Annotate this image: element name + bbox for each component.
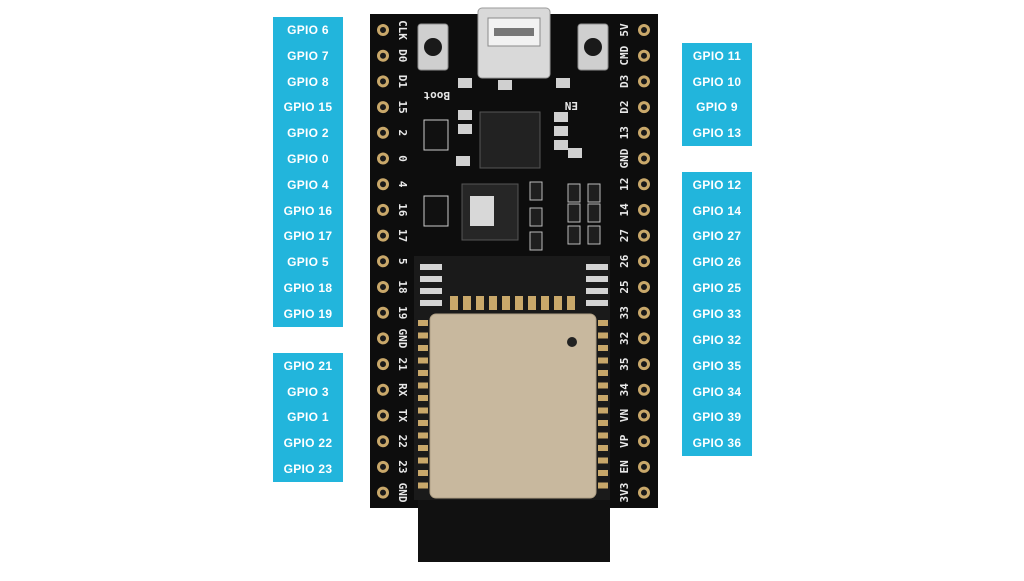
left-silk-label: TX: [396, 409, 409, 423]
right-silk-label: VP: [618, 434, 631, 448]
left-silk-label: 21: [396, 357, 409, 371]
right-gpio-label: GPIO 33: [682, 301, 752, 327]
right-silk-label: 32: [618, 332, 631, 345]
left-gpio-label: GPIO 16: [273, 198, 343, 224]
left-gpio-label: GPIO 4: [273, 172, 343, 198]
right-gpio-label: GPIO 14: [682, 198, 752, 224]
right-gpio-label: GPIO 32: [682, 327, 752, 353]
left-gpio-label: GPIO 0: [273, 146, 343, 172]
right-silk-label: CMD: [618, 45, 631, 65]
usb-uart-chip: [479, 111, 541, 169]
right-silk-label: VN: [618, 409, 631, 422]
left-gpio-label: GPIO 7: [273, 43, 343, 69]
left-silk-label: 23: [396, 460, 409, 473]
right-gpio-label: GPIO 35: [682, 353, 752, 379]
left-gpio-label: GPIO 17: [273, 223, 343, 249]
left-silk-label: 17: [396, 229, 409, 242]
left-gpio-label: GPIO 22: [273, 430, 343, 456]
right-silk-label: 35: [618, 357, 631, 370]
right-gpio-label: GPIO 13: [682, 120, 752, 146]
right-silk-label: 33: [618, 306, 631, 319]
right-gpio-label: GPIO 10: [682, 69, 752, 95]
left-gpio-label: GPIO 18: [273, 275, 343, 301]
left-gpio-label: GPIO 1: [273, 404, 343, 430]
left-silk-label: 4: [396, 181, 409, 188]
left-gpio-label: GPIO 6: [273, 17, 343, 43]
right-gpio-label: GPIO 9: [682, 94, 752, 120]
left-silk-label: GND: [396, 328, 409, 348]
right-gpio-label: GPIO 25: [682, 275, 752, 301]
right-silk-label: 14: [618, 203, 631, 217]
left-silk-label: CLK: [396, 20, 409, 40]
left-gpio-label: GPIO 21: [273, 353, 343, 379]
right-gpio-label: GPIO 34: [682, 379, 752, 405]
left-silk-label: 19: [396, 306, 409, 319]
left-silk-label: 0: [396, 155, 409, 162]
left-silk-label: 22: [396, 435, 409, 448]
right-silk-label: 26: [618, 254, 631, 268]
en-silk: EN: [565, 99, 578, 112]
left-gpio-label: GPIO 15: [273, 94, 343, 120]
left-silk-label: 18: [396, 280, 409, 293]
left-silk-label: D0: [396, 49, 409, 62]
right-silk-label: GND: [618, 148, 631, 168]
right-gpio-label: GPIO 26: [682, 249, 752, 275]
right-gpio-label: GPIO 36: [682, 430, 752, 456]
right-silk-label: 27: [618, 229, 631, 242]
left-gpio-label: GPIO 5: [273, 249, 343, 275]
left-silk-label: D1: [396, 75, 409, 89]
left-gpio-label: GPIO 8: [273, 69, 343, 95]
left-silk-label: RX: [396, 383, 409, 397]
right-gpio-label: GPIO 27: [682, 223, 752, 249]
boot-silk: Boot: [424, 89, 451, 102]
left-silk-label: GND: [396, 483, 409, 503]
right-gpio-label: GPIO 39: [682, 404, 752, 430]
right-gpio-label: GPIO 12: [682, 172, 752, 198]
left-gpio-label: GPIO 2: [273, 120, 343, 146]
right-silk-label: 12: [618, 178, 631, 191]
left-silk-label: 15: [396, 100, 409, 113]
right-silk-label: EN: [618, 460, 631, 473]
right-silk-label: 34: [618, 383, 631, 397]
wifi-module-shield: [429, 313, 597, 499]
right-silk-label: D2: [618, 100, 631, 113]
antenna-tab: [418, 492, 610, 562]
left-silk-label: 16: [396, 203, 409, 217]
right-silk-label: 3V3: [618, 483, 631, 503]
left-gpio-label: GPIO 19: [273, 301, 343, 327]
left-silk-label: 5: [396, 258, 409, 265]
left-gpio-label: GPIO 3: [273, 379, 343, 405]
right-silk-label: D3: [618, 75, 631, 88]
right-gpio-label: GPIO 11: [682, 43, 752, 69]
left-gpio-label: GPIO 23: [273, 456, 343, 482]
header-pins: [377, 24, 650, 499]
module-pads: [418, 264, 608, 489]
smd-components: [423, 78, 601, 251]
right-silk-label: 25: [618, 280, 631, 293]
left-silk-label: 2: [396, 129, 409, 136]
right-silk-label: 5V: [618, 23, 631, 37]
right-silk-label: 13: [618, 126, 631, 139]
